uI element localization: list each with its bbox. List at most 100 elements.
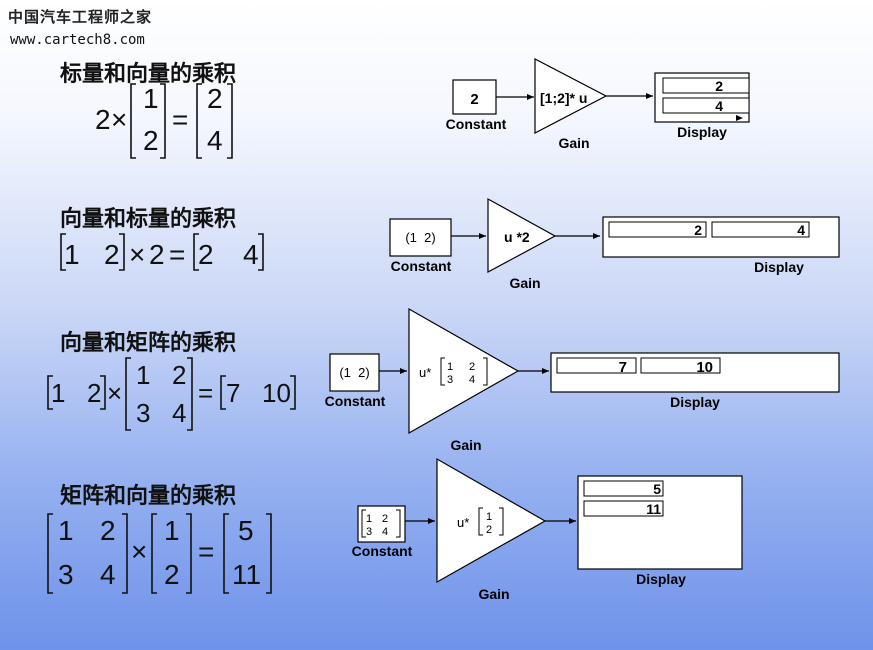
eq4-vector-a: 1: [164, 515, 180, 546]
section-title-vector-matrix: 向量和矩阵的乘积: [60, 331, 237, 356]
simulink-model-1: 2 Constant [1;2]* u Gain 2 4 Display: [446, 58, 750, 151]
model3-gain-block[interactable]: [408, 307, 520, 435]
model4-gain-prefix: u*: [457, 515, 469, 530]
eq3-result-a: 7: [226, 378, 240, 408]
eq4-result-b: 11: [232, 559, 261, 590]
simulink-model-2: (1 2) Constant u *2 Gain 2 4 Display: [389, 197, 840, 291]
model2-display-value-1: 2: [694, 222, 702, 238]
model4-constant-matrix-11: 1: [366, 513, 372, 525]
eq1-result-left-bracket: [196, 83, 202, 159]
eq2-equals: =: [169, 239, 185, 270]
eq2-vector-a: 1: [64, 239, 80, 270]
eq1-vector-right-bracket: [160, 83, 166, 159]
model1-constant-value: 2: [470, 91, 478, 108]
equation-matrix-vector: 1 2 3 4 × 1 2 = 5 11: [47, 513, 272, 594]
model4-display-value-2: 11: [646, 501, 661, 517]
model3-gain-matrix-21: 3: [447, 374, 453, 386]
eq2-result-b: 4: [243, 239, 259, 270]
eq2-times: ×: [129, 239, 145, 270]
site-watermark-title: 中国汽车工程师之家: [8, 8, 153, 26]
eq4-matrix-left-bracket: [47, 513, 53, 594]
model4-gain-block[interactable]: [436, 457, 547, 584]
eq4-vector-b: 2: [164, 559, 180, 590]
eq4-result-left-bracket: [223, 513, 229, 594]
eq3-times: ×: [107, 378, 122, 408]
model4-constant-label: Constant: [352, 543, 413, 559]
eq3-matrix-11: 1: [136, 360, 150, 390]
equation-vector-scalar: 1 2 × 2 = 2 4: [60, 233, 264, 271]
eq3-equals: =: [198, 378, 213, 408]
model3-gain-matrix-left-bracket: [440, 357, 445, 386]
model1-constant-label: Constant: [446, 116, 507, 132]
model3-constant-block[interactable]: [329, 353, 380, 392]
model1-gain-block[interactable]: [534, 58, 608, 134]
eq4-vector-right-bracket: [186, 513, 192, 594]
eq3-vector-a: 1: [51, 378, 65, 408]
eq4-result-a: 5: [238, 515, 254, 546]
model3-display-value-1: 7: [619, 359, 627, 376]
eq3-matrix-22: 4: [172, 398, 186, 428]
eq4-matrix-22: 4: [100, 559, 116, 590]
section-title-scalar-vector: 标量和向量的乘积: [60, 62, 237, 87]
model3-display-label: Display: [670, 394, 720, 410]
model3-gain-matrix-12: 2: [469, 361, 475, 373]
simulink-model-4: 1 2 3 4 Constant u* 1 2 Gain 5 11 Displa…: [352, 457, 743, 602]
model4-constant-matrix-left-bracket: [361, 509, 366, 538]
eq3-result-right-bracket: [290, 375, 296, 410]
eq1-result-b: 4: [207, 125, 223, 156]
eq1-times: ×: [111, 104, 127, 135]
model4-constant-block[interactable]: [357, 505, 406, 543]
eq4-matrix-11: 1: [58, 515, 74, 546]
eq2-scalar: 2: [149, 239, 165, 270]
eq1-vector-left-bracket: [130, 83, 136, 159]
model1-display-label: Display: [677, 124, 727, 140]
eq2-result-right-bracket: [258, 233, 264, 271]
model2-display-value-2: 4: [797, 222, 805, 238]
model1-display-more-arrow-icon: [736, 115, 743, 121]
eq4-matrix-21: 3: [58, 559, 74, 590]
eq3-result-b: 10: [262, 378, 291, 408]
model4-constant-matrix-12: 2: [382, 513, 388, 525]
eq4-matrix-12: 2: [100, 515, 116, 546]
eq3-vector-b: 2: [87, 378, 101, 408]
model4-display-value-1: 5: [653, 481, 661, 497]
model1-display-field-2: [662, 97, 750, 114]
model1-gain-expr: [1;2]* u: [540, 90, 587, 106]
eq4-equals: =: [198, 536, 214, 567]
model4-display-field-1: [583, 480, 664, 497]
model2-display-label: Display: [754, 259, 804, 275]
model4-gain-vector-left-bracket: [478, 507, 483, 536]
model2-display-field-1: [608, 221, 707, 238]
eq2-vector-b: 2: [104, 239, 120, 270]
model1-display-value-2: 4: [715, 98, 723, 114]
eq1-vector-b: 2: [143, 125, 159, 156]
model2-gain-label: Gain: [509, 275, 540, 291]
eq2-vector-right-bracket: [119, 233, 125, 271]
eq3-matrix-21: 3: [136, 398, 150, 428]
model3-display-field-1: [556, 357, 637, 374]
eq2-result-a: 2: [198, 239, 214, 270]
eq3-vector-right-bracket: [100, 375, 106, 410]
model2-constant-block[interactable]: [389, 218, 452, 257]
eq3-vector-left-bracket: [47, 375, 53, 410]
model1-display-value-1: 2: [715, 78, 723, 94]
model3-gain-matrix-22: 4: [469, 374, 475, 386]
model4-constant-matrix-21: 3: [366, 526, 372, 538]
model3-gain-label: Gain: [450, 437, 481, 453]
eq1-scalar: 2: [95, 104, 111, 135]
model3-gain-matrix-right-bracket: [483, 357, 488, 386]
eq1-equals: =: [172, 104, 188, 135]
equation-scalar-vector: 2 × 1 2 = 2 4: [95, 83, 233, 159]
eq2-vector-left-bracket: [60, 233, 66, 271]
model2-constant-label: Constant: [391, 258, 452, 274]
model4-constant-matrix-right-bracket: [396, 509, 401, 538]
model2-gain-block[interactable]: [487, 197, 557, 274]
eq3-matrix-left-bracket: [125, 357, 131, 431]
eq2-result-left-bracket: [193, 233, 199, 271]
model4-display-field-2: [583, 500, 664, 517]
eq4-result-right-bracket: [266, 513, 272, 594]
eq1-vector-a: 1: [143, 83, 159, 114]
eq3-matrix-12: 2: [172, 360, 186, 390]
section-title-vector-scalar: 向量和标量的乘积: [60, 207, 237, 232]
